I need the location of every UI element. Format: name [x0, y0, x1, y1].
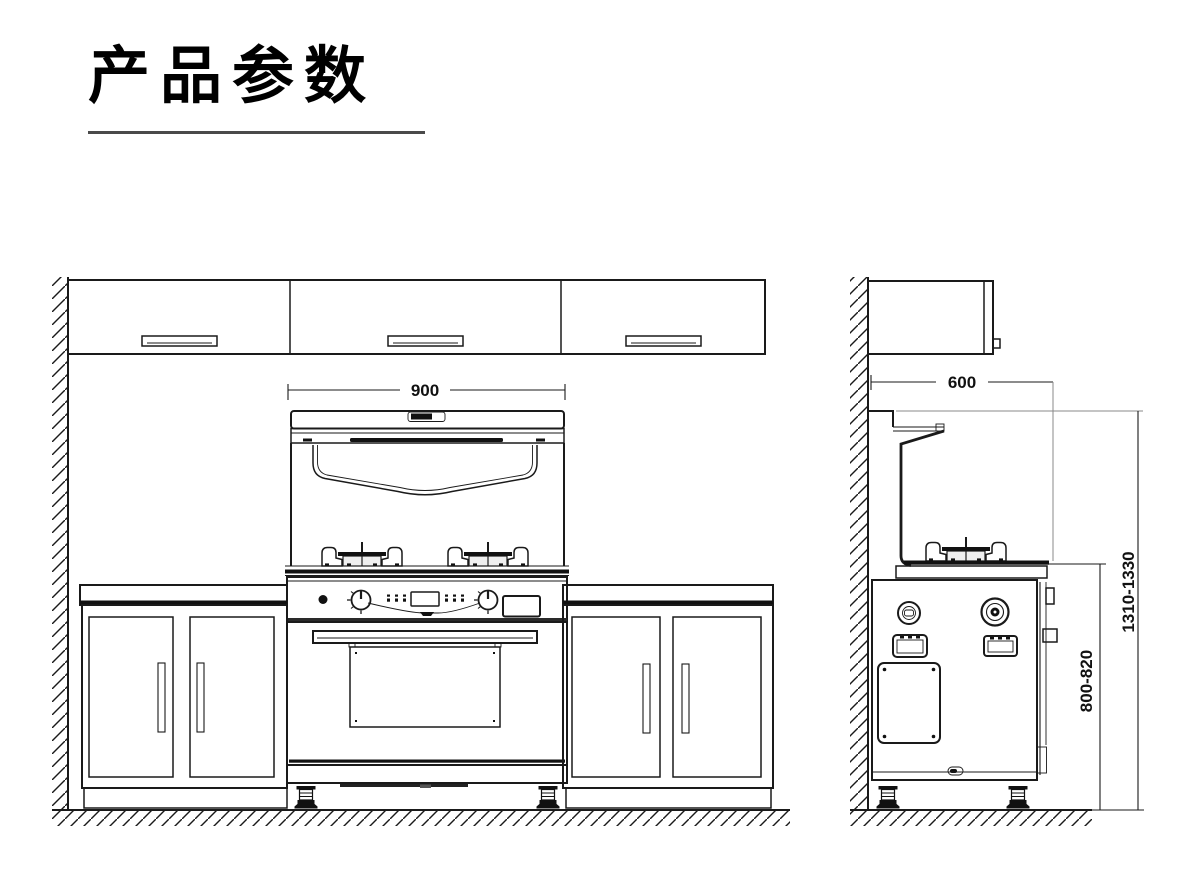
side-burner: [925, 536, 1007, 562]
depth-dimension: 600: [870, 373, 1054, 561]
cabinet-door: [189, 616, 275, 778]
knob-left: [345, 589, 372, 616]
depth-dimension-label: 600: [948, 373, 976, 392]
cabinet-door-handle: [681, 663, 690, 734]
stove-base: [286, 764, 568, 788]
control-button-panel: [502, 595, 541, 618]
cabinet-door: [571, 616, 661, 778]
access-panel: [877, 662, 941, 744]
base-cabinet-left: [79, 584, 288, 809]
oven-handle: [312, 630, 538, 644]
side-cabinet-handle: [992, 338, 1001, 349]
cabinet-door-handle: [196, 662, 205, 733]
width-dimension: 900: [287, 381, 566, 400]
vent-port-left: [892, 634, 928, 658]
knob-right: [472, 589, 499, 616]
worktop-height-dimension: 800-820: [1047, 563, 1106, 810]
burner-right: [447, 541, 529, 567]
oven-window: [349, 646, 501, 728]
side-hood-profile: [868, 410, 1143, 567]
side-cooktop: [895, 560, 1049, 579]
gas-inlet-right: [980, 597, 1010, 627]
gas-inlet-left: [897, 601, 921, 625]
upper-cabinet-handle: [625, 335, 702, 347]
indicator-dots-right: [445, 594, 464, 602]
upper-cabinets: [67, 279, 766, 355]
overall-height-dimension: 1310-1330: [1090, 411, 1144, 811]
cabinet-door-handle: [642, 663, 651, 734]
upper-cabinet-handle: [141, 335, 218, 347]
width-dimension-label: 900: [411, 381, 439, 400]
stove-foot-right: [535, 785, 561, 810]
cabinet-plinth: [565, 787, 772, 809]
burner-left: [321, 541, 403, 567]
smoke-deflector: [312, 445, 538, 496]
side-floor-hatch: [850, 810, 1092, 826]
stove-foot-left: [293, 785, 319, 810]
cooktop: [285, 565, 569, 576]
worktop-height-label: 800-820: [1077, 650, 1096, 712]
side-edge-strip: [1037, 582, 1058, 775]
side-stove-body: [871, 579, 1058, 781]
title-underline: [88, 131, 425, 134]
side-view: 600: [850, 277, 1144, 826]
front-wall-hatch: [52, 277, 68, 811]
cabinet-door: [88, 616, 174, 778]
control-panel: [286, 576, 568, 623]
range-hood: [290, 410, 565, 444]
base-cabinet-right: [562, 584, 774, 809]
cabinet-plinth: [83, 787, 288, 809]
panel-accent-curve: [367, 602, 481, 614]
vent-port-right: [983, 635, 1018, 657]
side-foot-right: [1005, 785, 1031, 810]
brand-logo-badge: [407, 411, 446, 422]
drain-cap: [947, 766, 964, 776]
front-view: 900: [52, 277, 790, 826]
overall-height-label: 1310-1330: [1119, 551, 1138, 632]
oven-door: [286, 621, 568, 766]
hood-vent-slot: [350, 438, 503, 442]
side-upper-cabinet: [867, 280, 1001, 355]
page-title: 产品参数: [88, 42, 377, 111]
side-foot-left: [875, 785, 901, 810]
display-window: [410, 591, 440, 607]
cabinet-door-handle: [157, 662, 166, 733]
side-wall-hatch: [850, 277, 868, 811]
front-floor-hatch: [52, 810, 790, 826]
upper-cabinet-handle: [387, 335, 464, 347]
indicator-dots-left: [387, 594, 406, 602]
cabinet-door: [672, 616, 762, 778]
power-indicator: [318, 595, 328, 604]
